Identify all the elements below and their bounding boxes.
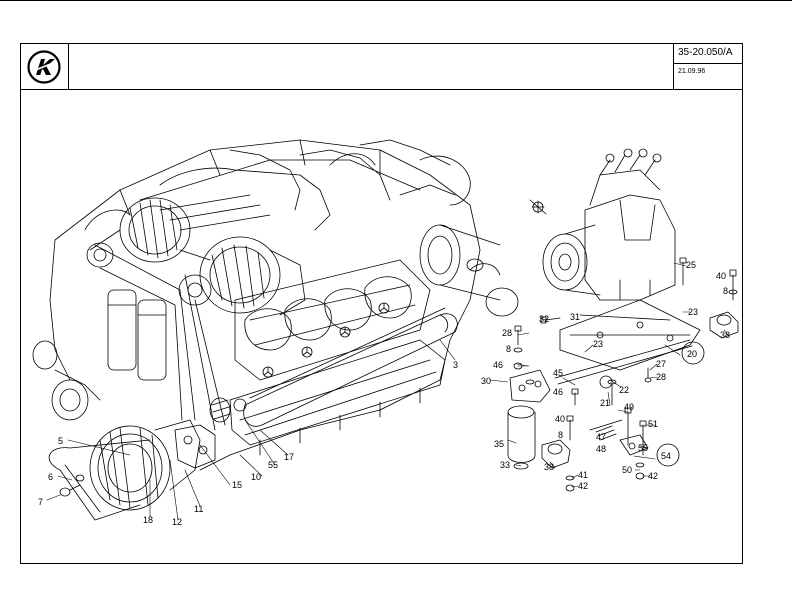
- callout-8-b: 8: [723, 286, 728, 296]
- document-date: 21.09.96: [678, 68, 706, 75]
- callout-ring-20: [681, 341, 705, 365]
- turbocharger: [419, 224, 519, 317]
- callout-46-b: 46: [493, 360, 503, 370]
- callout-41: 41: [578, 470, 588, 480]
- callout-50: 50: [622, 465, 632, 475]
- callout-46-a: 46: [553, 387, 563, 397]
- document-number: 35-20.050/A: [678, 47, 733, 58]
- engine-block: [49, 139, 481, 471]
- callout-27: 27: [656, 359, 666, 369]
- callout-18-a: 18: [143, 515, 153, 525]
- document-info-cell: 35-20.050/A 21.09.96: [673, 43, 743, 90]
- callout-17: 17: [284, 452, 294, 462]
- filter-cartridge: [507, 369, 551, 470]
- callout-45: 45: [553, 368, 563, 378]
- callout-15: 15: [232, 480, 242, 490]
- drawing-frame: [20, 43, 743, 564]
- callout-35: 35: [494, 439, 504, 449]
- top-border-line: [0, 0, 792, 1]
- callout-labels: 3 5 6 7 8 8 8 10 11 12 15 17 18 18 20 21…: [38, 260, 730, 527]
- callout-48: 48: [596, 444, 606, 454]
- crankshaft-pulley: [32, 340, 201, 511]
- callout-10: 10: [251, 472, 261, 482]
- callout-8-c: 8: [558, 430, 563, 440]
- callout-3: 3: [453, 360, 458, 370]
- rubber-mount-lower: [541, 439, 571, 469]
- k-brand-logo-icon: [27, 49, 61, 84]
- callout-20: 20: [687, 349, 697, 359]
- logo-cell: [20, 43, 69, 90]
- callout-25: 25: [686, 260, 696, 270]
- document-info-divider: [674, 63, 743, 64]
- callout-55-a: 55: [268, 460, 278, 470]
- callout-6: 6: [48, 472, 53, 482]
- callout-55-b: 55: [638, 443, 648, 453]
- callout-47: 47: [596, 432, 606, 442]
- callout-5: 5: [58, 436, 63, 446]
- callout-38-a: 38: [720, 330, 730, 340]
- callout-12: 12: [172, 517, 182, 527]
- alternator: [84, 197, 211, 268]
- callout-30: 30: [481, 376, 491, 386]
- callout-31: 31: [570, 312, 580, 322]
- mounting-bracket: [559, 279, 701, 371]
- callout-33: 33: [500, 460, 510, 470]
- callout-51: 51: [648, 419, 658, 429]
- callout-54: 54: [661, 451, 671, 461]
- callout-32: 32: [539, 314, 549, 324]
- oil-filters: [107, 289, 167, 381]
- callout-ring-54: [656, 443, 680, 467]
- callout-23-b: 23: [688, 307, 698, 317]
- leader-lines: [46, 262, 734, 521]
- callout-23-a: 23: [593, 339, 603, 349]
- callout-28-b: 28: [656, 372, 666, 382]
- title-block: [20, 43, 743, 90]
- callout-42-a: 42: [578, 481, 588, 491]
- callout-28-a: 28: [502, 328, 512, 338]
- callout-21: 21: [600, 398, 610, 408]
- callout-40-b: 40: [555, 414, 565, 424]
- small-bracket: [619, 434, 649, 456]
- alternator-second: [178, 236, 306, 316]
- charge-air-pipe: [243, 307, 458, 427]
- callout-8-a: 8: [506, 344, 511, 354]
- callout-49: 49: [624, 402, 634, 412]
- callout-40-a: 40: [716, 271, 726, 281]
- callout-38-b: 38: [544, 462, 554, 472]
- tensioner-bracket: [174, 397, 247, 469]
- callout-42-b: 42: [648, 471, 658, 481]
- drive-belts: [48, 244, 226, 521]
- callout-22: 22: [619, 385, 629, 395]
- ac-compressor: [529, 148, 676, 301]
- callout-11: 11: [194, 504, 203, 514]
- callout-7: 7: [38, 497, 43, 507]
